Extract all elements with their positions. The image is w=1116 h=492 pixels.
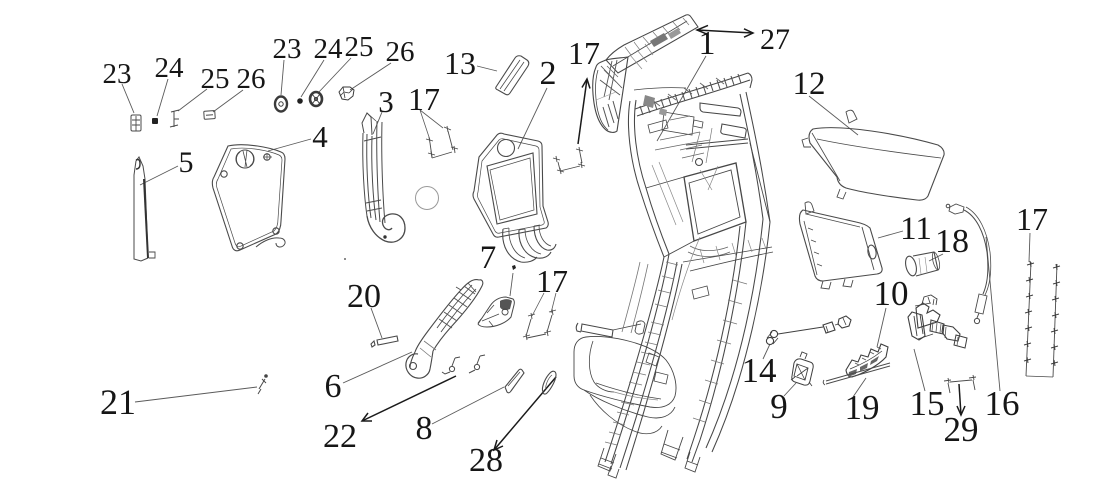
svg-text:24: 24 <box>314 33 344 65</box>
svg-text:7: 7 <box>480 240 497 276</box>
svg-text:23: 23 <box>273 33 302 65</box>
svg-text:29: 29 <box>944 410 979 449</box>
svg-text:27: 27 <box>760 23 790 56</box>
svg-text:21: 21 <box>100 382 136 422</box>
svg-text:12: 12 <box>793 66 826 102</box>
svg-text:3: 3 <box>378 84 394 119</box>
svg-text:20: 20 <box>347 278 381 315</box>
svg-text:5: 5 <box>179 146 194 179</box>
svg-text:25: 25 <box>201 63 230 95</box>
svg-text:28: 28 <box>469 442 503 479</box>
svg-text:4: 4 <box>312 119 328 154</box>
svg-text:10: 10 <box>874 274 909 313</box>
svg-text:2: 2 <box>540 55 557 92</box>
svg-text:24: 24 <box>155 52 185 84</box>
svg-text:6: 6 <box>325 368 342 405</box>
svg-text:1: 1 <box>699 25 716 62</box>
svg-text:17: 17 <box>536 263 568 299</box>
svg-text:26: 26 <box>386 36 415 68</box>
svg-text:17: 17 <box>408 81 440 117</box>
svg-text:13: 13 <box>444 45 476 81</box>
svg-text:17: 17 <box>568 35 600 71</box>
svg-text:17: 17 <box>1016 201 1048 237</box>
svg-text:14: 14 <box>742 351 777 390</box>
svg-text:22: 22 <box>323 418 357 455</box>
svg-text:8: 8 <box>416 410 433 447</box>
svg-text:25: 25 <box>345 31 374 63</box>
svg-text:19: 19 <box>845 388 880 427</box>
svg-text:11: 11 <box>900 211 932 247</box>
svg-text:15: 15 <box>910 384 945 423</box>
svg-text:9: 9 <box>770 387 788 426</box>
svg-text:26: 26 <box>237 63 266 95</box>
svg-text:18: 18 <box>935 223 969 260</box>
svg-text:23: 23 <box>103 58 132 90</box>
svg-text:16: 16 <box>985 384 1020 423</box>
